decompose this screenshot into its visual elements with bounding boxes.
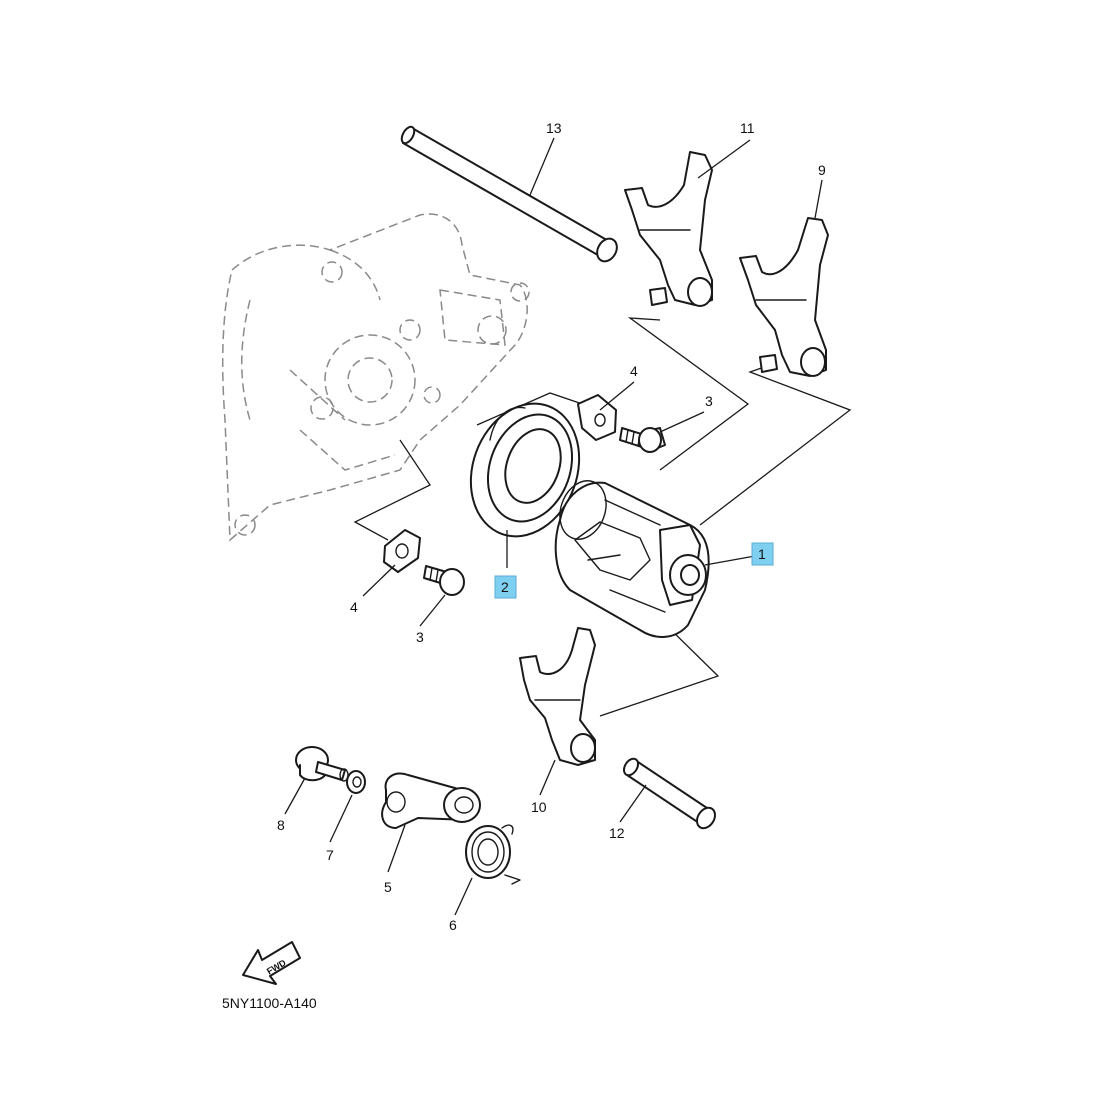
spring-part: [465, 824, 521, 885]
callout-12[interactable]: 12: [609, 825, 625, 841]
callout-6[interactable]: 6: [449, 917, 457, 933]
crankcase-outline: [221, 213, 530, 542]
bolt-8-part: [295, 746, 349, 782]
shift-shaft-part: [400, 125, 618, 263]
fwd-arrow-icon: FWD: [242, 941, 301, 985]
callout-10[interactable]: 10: [531, 799, 547, 815]
shift-fork-10-part: [519, 627, 596, 766]
callout-7[interactable]: 7: [326, 847, 334, 863]
callout-2[interactable]: 2: [501, 579, 509, 595]
collar-part: [346, 770, 366, 794]
leader-lines: [284, 137, 823, 916]
callout-2-highlight: [494, 575, 517, 599]
callout-3-upper[interactable]: 3: [705, 393, 713, 409]
callout-1[interactable]: 1: [758, 546, 766, 562]
shift-arm-part: [381, 772, 481, 829]
bolt-upper-part: [619, 427, 666, 453]
bearing-part: [469, 402, 581, 538]
callout-4-lower[interactable]: 4: [350, 599, 358, 615]
callout-1-highlight: [751, 542, 774, 566]
callout-3-lower[interactable]: 3: [416, 629, 424, 645]
callout-5[interactable]: 5: [384, 879, 392, 895]
callout-11[interactable]: 11: [740, 120, 755, 136]
diagram-code: 5NY1100-A140: [222, 995, 317, 1011]
shift-fork-11-part: [624, 151, 713, 307]
stopper-plate-lower-part: [383, 529, 421, 573]
callout-8[interactable]: 8: [277, 817, 285, 833]
bolt-lower-part: [423, 565, 465, 596]
callout-13[interactable]: 13: [546, 120, 562, 136]
shift-drum-part: [554, 480, 710, 638]
callout-labels: 13 11 9 4 3 1 2 4 3 10 12 8 7 5 6: [277, 120, 826, 933]
stopper-plate-upper-part: [577, 394, 617, 441]
callout-9[interactable]: 9: [818, 162, 826, 178]
guide-pin-part: [622, 757, 716, 830]
shift-fork-9-part: [739, 217, 829, 377]
callout-4-upper[interactable]: 4: [630, 363, 638, 379]
